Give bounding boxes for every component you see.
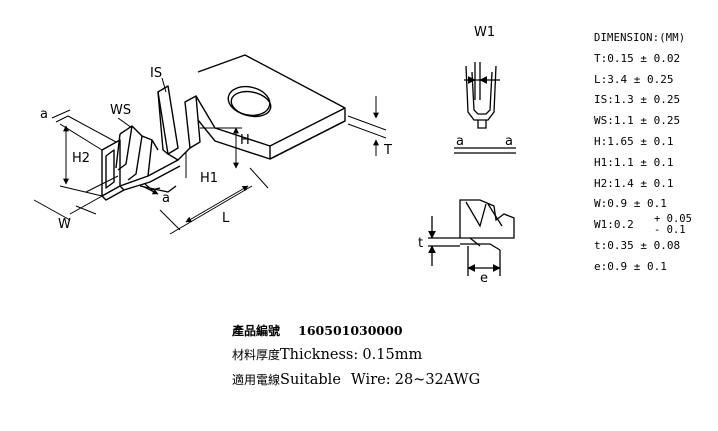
dimension-row-1: L:3.4 ± 0.25	[594, 72, 674, 86]
tab-plate	[197, 54, 346, 160]
thickness-label-cn: 材料厚度	[232, 348, 281, 362]
label-h2: H2	[72, 151, 90, 166]
label-h: H	[240, 133, 250, 148]
section-a-a	[454, 147, 516, 154]
wire-label: Wire:	[350, 372, 391, 388]
dimension-title: DIMENSION:(MM)	[594, 32, 686, 44]
label-l: L	[222, 211, 230, 226]
part-number-label: 產品編號	[232, 324, 281, 338]
thickness-label-en: Thickness:	[280, 347, 359, 363]
wire-crimp	[119, 125, 159, 151]
label-ws: WS	[110, 103, 131, 118]
dimension-row-0: T:0.15 ± 0.02	[594, 51, 681, 65]
label-h1: H1	[200, 171, 218, 186]
dimension-row-w1: W1:0.2 + 0.05 - 0.1	[594, 213, 692, 236]
label-w1: W1	[474, 25, 495, 40]
label-t-upper: T	[383, 143, 392, 158]
label-t-lower: t	[418, 236, 423, 251]
dimension-row-after-0: t:0.35 ± 0.08	[594, 238, 681, 252]
dimension-row-3: WS:1.1 ± 0.25	[594, 114, 681, 128]
dimension-row-5: H1:1.1 ± 0.1	[594, 155, 674, 169]
drawing-labels: IS WS a H H2 H1 a L W T W1 a a t e	[40, 25, 513, 286]
dimension-row-4: H:1.65 ± 0.1	[594, 134, 674, 148]
part-number-row: 產品編號 160501030000	[232, 318, 480, 343]
label-a-section-left: a	[456, 134, 464, 149]
label-a-left: a	[40, 107, 48, 122]
dimension-row-7: W:0.9 ± 0.1	[594, 197, 667, 211]
wire-label-cn: 適用電線	[232, 373, 281, 387]
w1-tolerance-minus: - 0.1	[654, 224, 686, 237]
dimension-rows-after: t:0.35 ± 0.08 e:0.9 ± 0.1	[594, 236, 685, 278]
thickness-value: 0.15mm	[362, 347, 423, 363]
front-view	[464, 62, 500, 129]
label-e: e	[480, 271, 488, 286]
wire-label-en: Suitable	[280, 372, 341, 388]
w1-label: W1:0.2	[594, 218, 634, 232]
label-w: W	[58, 217, 71, 232]
wire-value: 28~32AWG	[394, 372, 481, 388]
label-a-bottom: a	[162, 191, 170, 206]
isometric-dimension-lines	[33, 77, 387, 235]
dimension-row-6: H2:1.4 ± 0.1	[594, 176, 674, 190]
label-is: IS	[150, 66, 162, 81]
insulation-wing-right	[184, 95, 201, 149]
product-info: 產品編號 160501030000 材料厚度Thickness: 0.15mm …	[232, 318, 480, 393]
side-detail-view	[428, 199, 515, 276]
part-number: 160501030000	[298, 323, 403, 338]
thickness-row: 材料厚度Thickness: 0.15mm	[232, 343, 480, 368]
dimension-row-after-1: e:0.9 ± 0.1	[594, 259, 667, 273]
w1-tolerance-plus: + 0.05	[654, 213, 692, 226]
label-a-section-right: a	[505, 134, 513, 149]
isometric-terminal-view	[101, 54, 346, 201]
wire-row: 適用電線Suitable Wire: 28~32AWG	[232, 368, 480, 393]
dimension-row-2: IS:1.3 ± 0.25	[594, 93, 681, 107]
